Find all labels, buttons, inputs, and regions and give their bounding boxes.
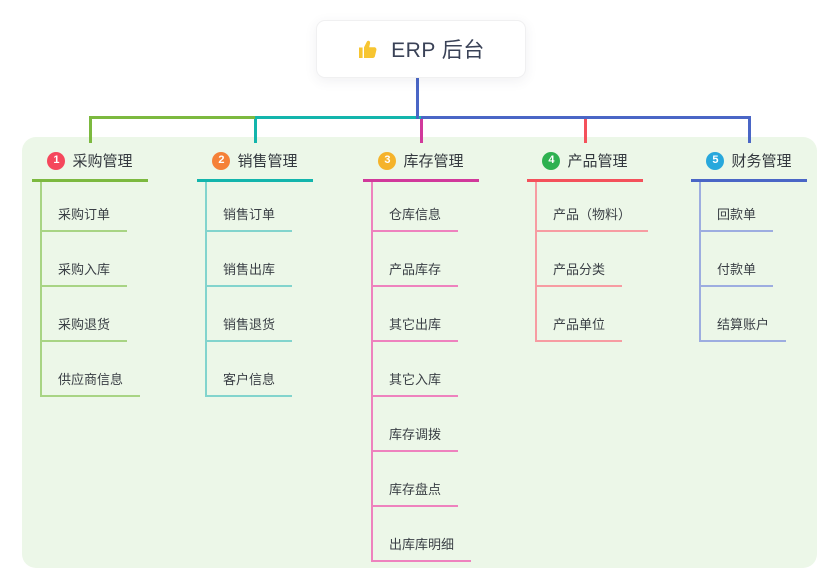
child-label: 回款单 [717, 207, 757, 222]
branch-header: 3 库存管理 [363, 148, 479, 182]
child-label: 销售订单 [223, 207, 276, 222]
child-node: 销售退货 [207, 287, 293, 342]
child-label: 采购退货 [58, 317, 111, 332]
branch-number-badge: 1 [47, 151, 66, 170]
child-node: 出库库明细 [373, 507, 472, 562]
child-label: 销售出库 [223, 262, 276, 277]
child-node: 销售订单 [207, 182, 293, 232]
child-node: 库存盘点 [373, 452, 459, 507]
connector-segment [255, 116, 421, 119]
branch-label: 销售管理 [237, 153, 298, 170]
child-label: 仓库信息 [389, 207, 442, 222]
branch-label: 库存管理 [403, 153, 464, 170]
branch-children: 产品（物料） 产品分类 产品单位 [535, 182, 649, 342]
child-label: 客户信息 [223, 372, 276, 387]
branch-label: 财务管理 [731, 153, 792, 170]
child-node: 产品库存 [373, 232, 459, 287]
child-label: 付款单 [717, 262, 757, 277]
branch-drop-line [253, 116, 257, 143]
child-label: 产品库存 [389, 262, 442, 277]
child-label: 产品（物料） [553, 207, 632, 222]
child-label: 其它出库 [389, 317, 442, 332]
branch-drop-line [88, 116, 92, 143]
child-label: 供应商信息 [58, 372, 124, 387]
branch-children: 回款单 付款单 结算账户 [699, 182, 787, 342]
branch: 2 销售管理 销售订单 销售出库 销售退货 客户信息 [197, 148, 313, 397]
child-node: 付款单 [701, 232, 774, 287]
root-node: ERP 后台 [316, 20, 526, 78]
connector-segment [90, 116, 255, 119]
child-label: 库存调拨 [389, 427, 442, 442]
child-label: 产品分类 [553, 262, 606, 277]
thumbs-up-icon [359, 40, 377, 58]
child-node: 销售出库 [207, 232, 293, 287]
child-label: 出库库明细 [389, 537, 455, 552]
branch-drop-line [419, 116, 423, 143]
child-label: 采购入库 [58, 262, 111, 277]
branch-label: 采购管理 [72, 153, 133, 170]
branch-label: 产品管理 [567, 153, 628, 170]
child-label: 结算账户 [717, 317, 770, 332]
child-node: 结算账户 [701, 287, 787, 342]
child-node: 供应商信息 [42, 342, 141, 397]
root-stem-line [416, 76, 419, 119]
child-node: 其它入库 [373, 342, 459, 397]
branch: 4 产品管理 产品（物料） 产品分类 产品单位 [527, 148, 649, 342]
child-node: 采购订单 [42, 182, 128, 232]
branch-children: 销售订单 销售出库 销售退货 客户信息 [205, 182, 293, 397]
child-label: 库存盘点 [389, 482, 442, 497]
child-node: 回款单 [701, 182, 774, 232]
child-label: 其它入库 [389, 372, 442, 387]
branch-children: 仓库信息 产品库存 其它出库 其它入库 库存调拨 库存盘点 出库库明细 [371, 182, 472, 562]
branch-header: 5 财务管理 [691, 148, 807, 182]
child-node: 仓库信息 [373, 182, 459, 232]
branch: 3 库存管理 仓库信息 产品库存 其它出库 其它入库 库存调拨 库存盘点 出库库… [363, 148, 479, 562]
child-node: 其它出库 [373, 287, 459, 342]
branch-number-badge: 4 [542, 151, 561, 170]
branch: 5 财务管理 回款单 付款单 结算账户 [691, 148, 807, 342]
child-label: 产品单位 [553, 317, 606, 332]
connector-segment [421, 116, 751, 119]
branch-header: 1 采购管理 [32, 148, 148, 182]
branch-children: 采购订单 采购入库 采购退货 供应商信息 [40, 182, 141, 397]
branch-header: 4 产品管理 [527, 148, 643, 182]
branch-drop-line [583, 116, 587, 143]
branches-panel [22, 137, 817, 568]
branch-number-badge: 3 [378, 151, 397, 170]
root-title: ERP 后台 [391, 39, 485, 62]
branch-header: 2 销售管理 [197, 148, 313, 182]
child-node: 客户信息 [207, 342, 293, 397]
branch: 1 采购管理 采购订单 采购入库 采购退货 供应商信息 [32, 148, 148, 397]
child-label: 采购订单 [58, 207, 111, 222]
child-node: 采购入库 [42, 232, 128, 287]
child-node: 产品分类 [537, 232, 623, 287]
child-node: 库存调拨 [373, 397, 459, 452]
child-label: 销售退货 [223, 317, 276, 332]
branch-number-badge: 5 [706, 151, 725, 170]
branch-number-badge: 2 [212, 151, 231, 170]
child-node: 采购退货 [42, 287, 128, 342]
child-node: 产品单位 [537, 287, 623, 342]
child-node: 产品（物料） [537, 182, 649, 232]
branch-drop-line [747, 116, 751, 143]
